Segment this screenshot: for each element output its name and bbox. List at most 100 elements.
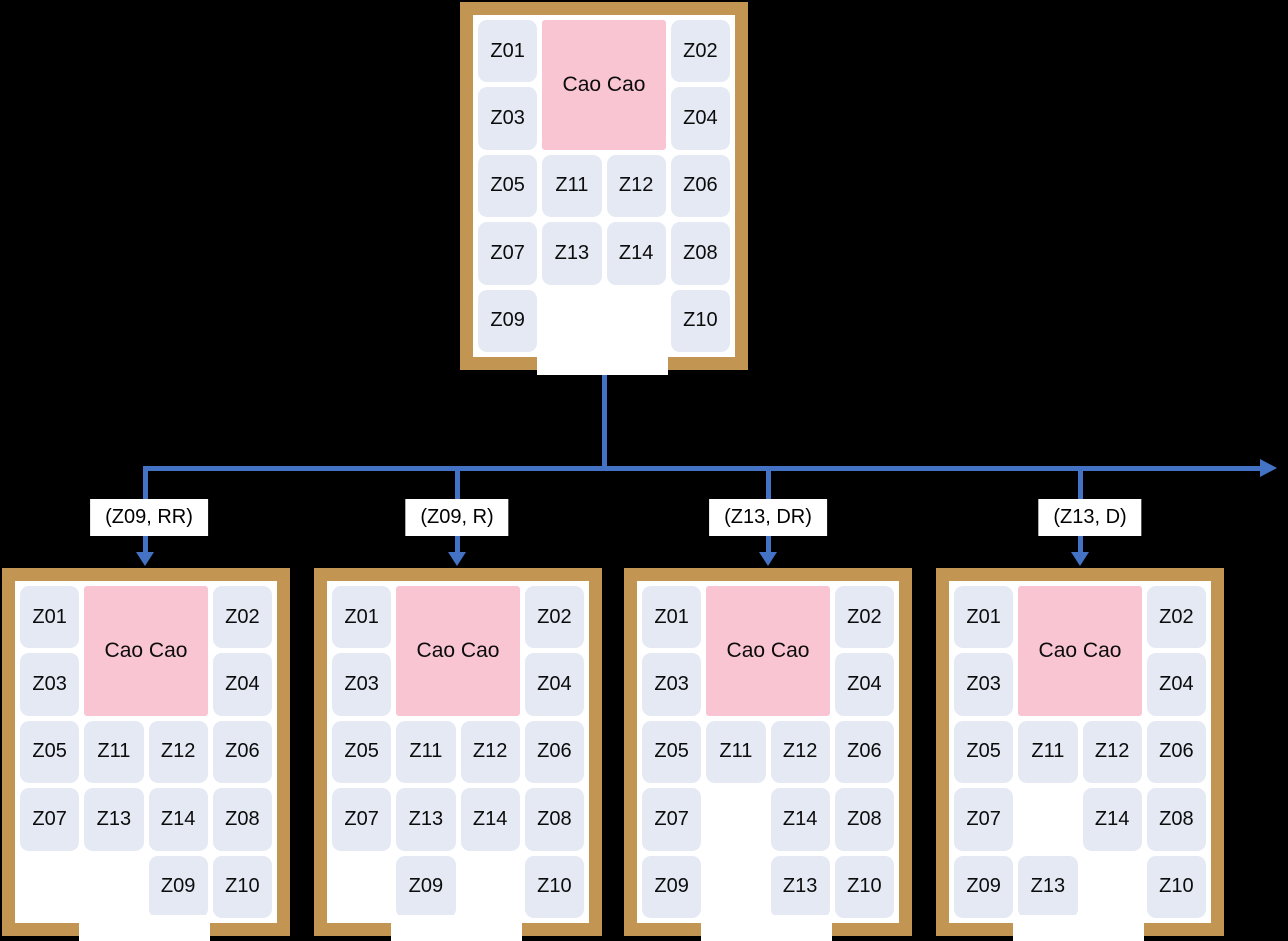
puzzle-tile: Z14 <box>148 788 208 851</box>
tree-horizontal-line <box>143 466 1261 471</box>
cao-cao-tile: Cao Cao <box>84 586 208 716</box>
puzzle-tile: Z12 <box>460 720 520 784</box>
puzzle-tile: Z05 <box>478 154 538 218</box>
puzzle-tile: Z13 <box>84 788 144 851</box>
puzzle-tile: Z09 <box>148 855 208 918</box>
edge-arrowhead-1 <box>136 552 154 566</box>
puzzle-tile: Z07 <box>332 788 392 851</box>
cao-cao-tile: Cao Cao <box>1018 586 1142 716</box>
puzzle-tile: Z04 <box>1146 653 1206 716</box>
puzzle-tile: Z10 <box>212 855 272 918</box>
cao-cao-tile: Cao Cao <box>706 586 830 716</box>
edge-move-label-4: (Z13, D) <box>1038 499 1142 536</box>
puzzle-tile: Z14 <box>606 222 666 285</box>
exit-notch <box>1013 915 1144 941</box>
puzzle-tile: Z13 <box>542 222 602 285</box>
edge-arrowhead-4 <box>1071 552 1089 566</box>
exit-notch <box>537 349 668 375</box>
puzzle-tile: Z13 <box>1018 855 1078 918</box>
puzzle-tile: Z02 <box>212 586 272 649</box>
puzzle-tile: Z03 <box>332 653 392 716</box>
puzzle-tile: Z09 <box>954 855 1014 918</box>
puzzle-tile: Z07 <box>478 222 538 285</box>
puzzle-tile: Z14 <box>1082 788 1142 851</box>
puzzle-tile: Z03 <box>642 653 702 716</box>
puzzle-tile: Z10 <box>1146 855 1206 918</box>
puzzle-tile: Z08 <box>524 788 584 851</box>
puzzle-tile: Z04 <box>834 653 894 716</box>
tree-trunk-line <box>602 371 607 466</box>
puzzle-tile: Z11 <box>706 720 766 784</box>
cao-cao-tile: Cao Cao <box>542 20 666 150</box>
puzzle-tile: Z06 <box>834 720 894 784</box>
puzzle-tile: Z08 <box>670 222 730 285</box>
puzzle-tile: Z02 <box>1146 586 1206 649</box>
puzzle-tile: Z05 <box>20 720 80 784</box>
puzzle-tile: Z07 <box>642 788 702 851</box>
puzzle-tile: Z11 <box>84 720 144 784</box>
puzzle-tile: Z05 <box>332 720 392 784</box>
puzzle-tile: Z10 <box>834 855 894 918</box>
puzzle-tile: Z01 <box>332 586 392 649</box>
puzzle-tile: Z14 <box>460 788 520 851</box>
puzzle-tile: Z02 <box>524 586 584 649</box>
puzzle-tile: Z10 <box>670 289 730 352</box>
puzzle-tile: Z09 <box>642 855 702 918</box>
puzzle-tile: Z06 <box>524 720 584 784</box>
puzzle-tile: Z03 <box>954 653 1014 716</box>
edge-move-label-3: (Z13, DR) <box>709 499 827 536</box>
puzzle-tile: Z14 <box>770 788 830 851</box>
edge-move-label-1: (Z09, RR) <box>90 499 208 536</box>
puzzle-tile: Z11 <box>1018 720 1078 784</box>
puzzle-tile: Z06 <box>670 154 730 218</box>
puzzle-tile: Z02 <box>834 586 894 649</box>
puzzle-tile: Z05 <box>642 720 702 784</box>
puzzle-tile: Z01 <box>642 586 702 649</box>
puzzle-tile: Z07 <box>954 788 1014 851</box>
puzzle-tile: Z12 <box>148 720 208 784</box>
puzzle-tile: Z09 <box>478 289 538 352</box>
puzzle-tile: Z11 <box>542 154 602 218</box>
puzzle-tile: Z12 <box>606 154 666 218</box>
puzzle-tile: Z09 <box>396 855 456 918</box>
puzzle-tile: Z13 <box>396 788 456 851</box>
puzzle-tile: Z10 <box>524 855 584 918</box>
edge-arrowhead-2 <box>448 552 466 566</box>
puzzle-tile: Z11 <box>396 720 456 784</box>
puzzle-tile: Z13 <box>770 855 830 918</box>
puzzle-tile: Z01 <box>478 20 538 83</box>
puzzle-tile: Z05 <box>954 720 1014 784</box>
puzzle-tile: Z08 <box>1146 788 1206 851</box>
puzzle-tile: Z02 <box>670 20 730 83</box>
puzzle-tile: Z12 <box>770 720 830 784</box>
edge-move-label-2: (Z09, R) <box>405 499 509 536</box>
puzzle-tile: Z01 <box>20 586 80 649</box>
puzzle-tile: Z04 <box>670 87 730 150</box>
puzzle-tile: Z04 <box>524 653 584 716</box>
puzzle-tile: Z07 <box>20 788 80 851</box>
exit-notch <box>701 915 832 941</box>
puzzle-tile: Z03 <box>478 87 538 150</box>
puzzle-tile: Z06 <box>1146 720 1206 784</box>
exit-notch <box>79 915 210 941</box>
tree-continue-right-arrowhead <box>1260 459 1277 477</box>
cao-cao-tile: Cao Cao <box>396 586 520 716</box>
edge-arrowhead-3 <box>759 552 777 566</box>
puzzle-tile: Z08 <box>834 788 894 851</box>
puzzle-tile: Z01 <box>954 586 1014 649</box>
puzzle-tile: Z04 <box>212 653 272 716</box>
puzzle-tile: Z03 <box>20 653 80 716</box>
puzzle-tile: Z06 <box>212 720 272 784</box>
puzzle-tile: Z12 <box>1082 720 1142 784</box>
exit-notch <box>391 915 522 941</box>
